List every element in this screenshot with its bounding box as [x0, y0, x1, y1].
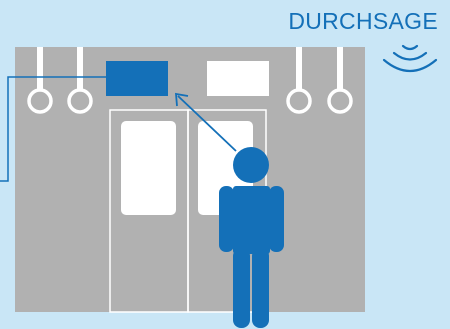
announcement-label: DURCHSAGE: [288, 8, 438, 35]
passenger-info-display-blue: [106, 61, 168, 96]
door-window-left: [121, 121, 176, 215]
display-panel-white: [207, 61, 269, 96]
train-wall: [15, 47, 365, 312]
